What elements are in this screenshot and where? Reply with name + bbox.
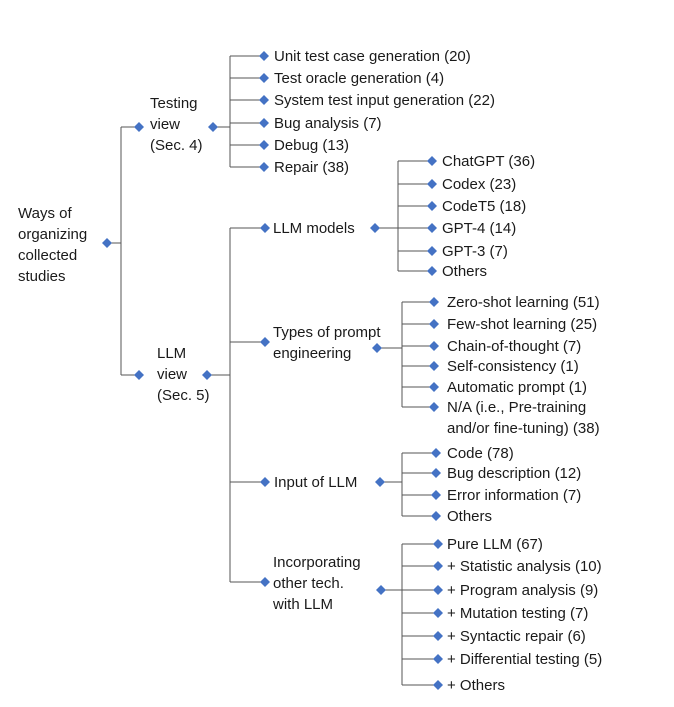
llm-model-gpt4: GPT-4 (14) — [442, 220, 517, 237]
incorp-item-others: + Others — [447, 677, 505, 694]
testing-item-marker — [259, 51, 269, 61]
category-marker — [260, 337, 270, 347]
llm-models-marker — [370, 223, 380, 233]
llm-models-label: LLM models — [273, 220, 355, 237]
llm-model-marker — [427, 179, 437, 189]
incorp-item-statistic: + Statistic analysis (10) — [447, 558, 602, 575]
input-item-bug-description: Bug description (12) — [447, 465, 582, 482]
llm-model-marker — [427, 223, 437, 233]
input-item-marker — [431, 468, 441, 478]
testing-item-test-oracle: Test oracle generation (4) — [274, 70, 445, 87]
incorporating-label: Incorporating other tech. with LLM — [273, 554, 361, 613]
llm-view-marker — [134, 370, 144, 380]
input-item-error-information: Error information (7) — [447, 487, 582, 504]
llm-model-codet5: CodeT5 (18) — [442, 198, 527, 215]
llm-view-branch-marker — [202, 370, 212, 380]
connector-lines — [107, 55, 438, 686]
prompt-item-marker — [429, 319, 439, 329]
llm-view-label: LLM view (Sec. 5) — [157, 345, 210, 404]
testing-item-marker — [259, 140, 269, 150]
llm-model-marker — [427, 156, 437, 166]
testing-item-debug: Debug (13) — [274, 137, 350, 154]
llm-model-chatgpt: ChatGPT (36) — [442, 153, 536, 170]
incorp-item-marker — [433, 654, 443, 664]
input-item-marker — [431, 490, 441, 500]
root-marker — [102, 238, 112, 248]
prompt-item-automatic: Automatic prompt (1) — [447, 379, 588, 396]
testing-item-marker — [259, 118, 269, 128]
llm-model-marker — [427, 266, 437, 276]
category-marker — [260, 223, 270, 233]
diamond-markers — [102, 51, 443, 690]
prompt-item-marker — [429, 382, 439, 392]
prompt-item-na: N/A (i.e., Pre-training and/or fine-tuni… — [447, 399, 600, 437]
input-of-llm-marker — [375, 477, 385, 487]
incorp-item-marker — [433, 631, 443, 641]
prompt-engineering-marker — [372, 343, 382, 353]
testing-view-marker — [134, 122, 144, 132]
prompt-item-zero-shot: Zero-shot learning (51) — [447, 294, 600, 311]
prompt-engineering-label: Types of prompt engineering — [273, 324, 381, 362]
testing-item-repair: Repair (38) — [274, 159, 350, 176]
prompt-item-chain-of-thought: Chain-of-thought (7) — [447, 338, 582, 355]
incorporating-marker — [376, 585, 386, 595]
input-item-others: Others — [447, 508, 493, 525]
prompt-item-marker — [429, 341, 439, 351]
incorp-item-marker — [433, 585, 443, 595]
prompt-item-marker — [429, 361, 439, 371]
incorp-item-marker — [433, 680, 443, 690]
llm-model-others: Others — [442, 263, 488, 280]
incorp-item-marker — [433, 608, 443, 618]
incorp-item-mutation: + Mutation testing (7) — [447, 605, 589, 622]
testing-view-label: Testing view (Sec. 4) — [150, 95, 203, 154]
incorp-item-program-analysis: + Program analysis (9) — [447, 582, 599, 599]
incorp-item-marker — [433, 539, 443, 549]
testing-item-bug-analysis: Bug analysis (7) — [274, 115, 382, 132]
incorp-item-syntactic: + Syntactic repair (6) — [447, 628, 586, 645]
incorp-item-marker — [433, 561, 443, 571]
llm-model-gpt3: GPT-3 (7) — [442, 243, 508, 260]
prompt-item-self-consistency: Self-consistency (1) — [447, 358, 579, 375]
category-marker — [260, 477, 270, 487]
prompt-item-marker — [429, 402, 439, 412]
root-label: Ways of organizing collected studies — [18, 205, 88, 285]
input-item-marker — [431, 448, 441, 458]
llm-model-marker — [427, 201, 437, 211]
llm-model-codex: Codex (23) — [442, 176, 517, 193]
prompt-item-few-shot: Few-shot learning (25) — [447, 316, 598, 333]
testing-view-branch-marker — [208, 122, 218, 132]
testing-item-marker — [259, 73, 269, 83]
incorp-item-differential: + Differential testing (5) — [447, 651, 603, 668]
testing-item-system-test: System test input generation (22) — [274, 92, 495, 109]
testing-item-unit-test: Unit test case generation (20) — [274, 48, 471, 65]
input-item-marker — [431, 511, 441, 521]
input-item-code: Code (78) — [447, 445, 514, 462]
prompt-item-marker — [429, 297, 439, 307]
input-of-llm-label: Input of LLM — [274, 474, 358, 491]
testing-item-marker — [259, 95, 269, 105]
incorp-item-pure-llm: Pure LLM (67) — [447, 536, 543, 553]
llm-model-marker — [427, 246, 437, 256]
category-marker — [260, 577, 270, 587]
testing-item-marker — [259, 162, 269, 172]
